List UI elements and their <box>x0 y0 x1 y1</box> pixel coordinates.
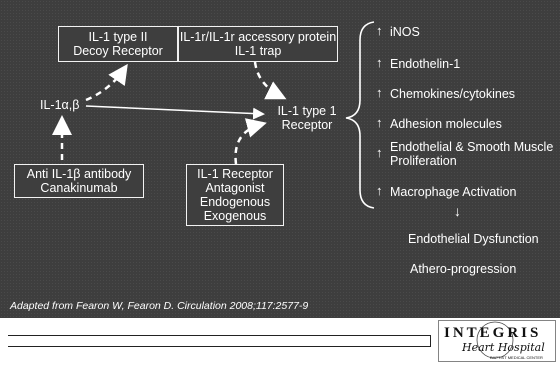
antagonist-box: IL-1 Receptor Antagonist Endogenous Exog… <box>186 164 284 226</box>
type1-receptor-label: IL-1 type 1 Receptor <box>272 104 342 132</box>
antagonist-line-3: Endogenous <box>199 195 271 209</box>
effect-inos: iNOS <box>390 25 420 39</box>
integris-logo: INTEGRIS Heart Hospital BAPTIST MEDICAL … <box>438 320 556 362</box>
effect-endothelin: Endothelin-1 <box>390 57 461 71</box>
footer-divider <box>8 335 431 347</box>
antagonist-line-2: Antagonist <box>205 181 265 195</box>
antibody-box: Anti IL-1β antibody Canakinumab <box>14 164 144 198</box>
up-arrow-icon: ↑ <box>376 183 383 198</box>
antagonist-line-1: IL-1 Receptor <box>197 167 273 181</box>
up-arrow-icon: ↑ <box>376 23 383 38</box>
effect-macrophage: Macrophage Activation <box>390 185 517 199</box>
down-arrow-icon: ↓ <box>454 203 461 219</box>
trap-arrow <box>253 61 287 100</box>
outcome-endothelial-dysfunction: Endothelial Dysfunction <box>408 232 539 246</box>
effect-adhesion: Adhesion molecules <box>390 117 502 131</box>
logo-graphic: INTEGRIS Heart Hospital BAPTIST MEDICAL … <box>438 320 556 362</box>
accessory-protein-box: IL-1r/IL-1r accessory protein IL-1 trap <box>178 26 338 62</box>
antagonist-line-4: Exogenous <box>203 209 267 223</box>
il1-alpha-beta-label: IL-1α,β <box>40 98 80 112</box>
outcome-athero-progression: Athero-progression <box>410 262 517 276</box>
type1-line-1: IL-1 type 1 <box>277 104 337 118</box>
brace <box>345 21 375 209</box>
decoy-arrow <box>85 63 128 102</box>
up-arrow-icon: ↑ <box>376 115 383 130</box>
up-arrow-icon: ↑ <box>376 55 383 70</box>
accessory-line-2: IL-1 trap <box>234 44 282 58</box>
effect-chemokines: Chemokines/cytokines <box>390 87 516 101</box>
antagonist-arrow <box>234 118 267 165</box>
decoy-line-1: IL-1 type II <box>88 30 148 44</box>
up-arrow-icon: ↑ <box>376 145 383 160</box>
decoy-line-2: Decoy Receptor <box>73 44 163 58</box>
type1-line-2: Receptor <box>281 118 333 132</box>
antibody-line-1: Anti IL-1β antibody <box>26 167 132 181</box>
decoy-receptor-box: IL-1 type II Decoy Receptor <box>58 26 178 62</box>
slide: IL-1 type II Decoy Receptor IL-1r/IL-1r … <box>0 0 560 318</box>
main-arrow <box>85 105 265 120</box>
accessory-line-1: IL-1r/IL-1r accessory protein <box>179 30 337 44</box>
svg-text:Heart Hospital: Heart Hospital <box>461 341 545 354</box>
svg-text:INTEGRIS: INTEGRIS <box>444 325 541 341</box>
antibody-line-2: Canakinumab <box>40 181 118 195</box>
citation: Adapted from Fearon W, Fearon D. Circula… <box>10 300 309 312</box>
diagram-arrows <box>52 21 375 209</box>
up-arrow-icon: ↑ <box>376 85 383 100</box>
effect-proliferation: Endothelial & Smooth Muscle Proliferatio… <box>390 140 554 168</box>
svg-text:BAPTIST MEDICAL CENTER: BAPTIST MEDICAL CENTER <box>490 355 543 360</box>
